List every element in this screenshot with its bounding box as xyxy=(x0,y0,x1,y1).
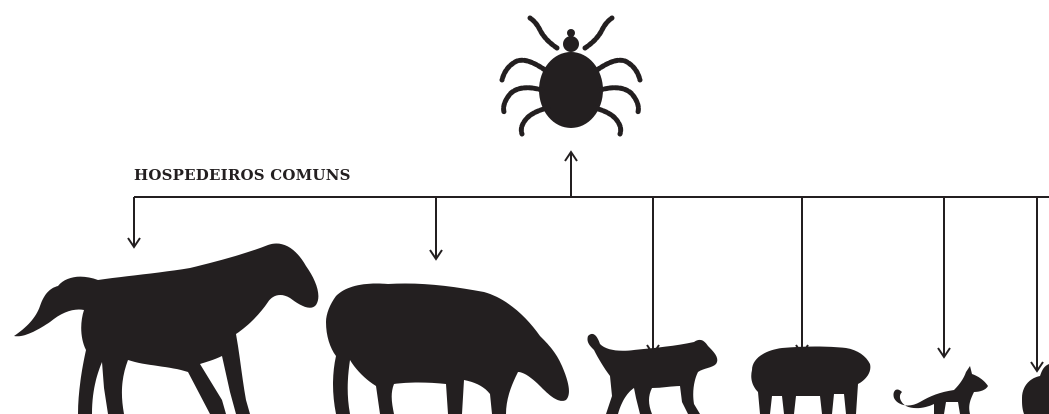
fox-icon xyxy=(893,366,988,414)
diagram-title: HOSPEDEIROS COMUNS xyxy=(134,166,351,184)
cow-icon xyxy=(326,283,569,414)
horse-icon xyxy=(14,244,318,414)
tick-icon xyxy=(502,18,640,134)
sheep-icon xyxy=(751,347,870,414)
rabbit-icon xyxy=(1022,364,1049,414)
